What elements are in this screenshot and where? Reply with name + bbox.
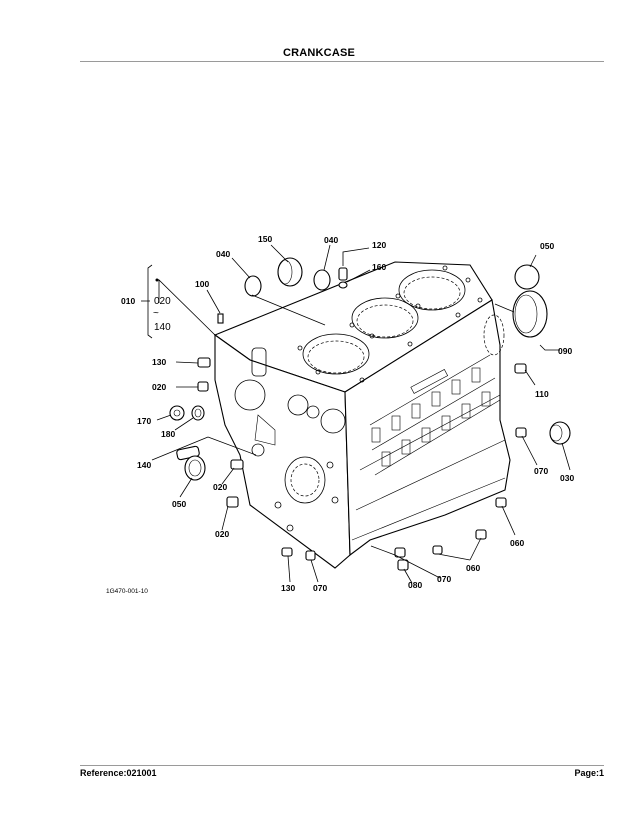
callout-140: 140 [137,460,151,470]
part-pin-100 [217,313,224,324]
crankcase-block [213,261,511,569]
callout-070-right: 070 [534,466,548,476]
part-plug-080 [394,547,409,571]
part-nipple-170 [169,405,185,421]
callout-130-top: 130 [152,357,166,367]
callout-040-right: 040 [324,235,338,245]
callout-090: 090 [558,346,572,356]
callout-150: 150 [258,234,272,244]
footer-divider [80,765,604,766]
front-face-details [234,347,346,532]
callout-100: 100 [195,279,209,289]
page-title: CRANKCASE [282,47,356,59]
callout-020-top: 020 [152,382,166,392]
callout-050-low: 050 [172,499,186,509]
part-plug-070-right [515,427,527,438]
callout-160: 160 [372,262,386,272]
reference-label: Reference:021001 [80,768,157,778]
range-from: 020 [154,296,171,307]
callout-070-low: 070 [313,583,327,593]
part-plug-040-right [313,269,331,291]
part-plug-050-top [514,264,540,290]
part-pipe-020-mid [230,459,244,470]
part-ring-160 [338,281,348,289]
callout-030: 030 [560,473,574,483]
page-number: Page:1 [574,768,604,778]
callout-080: 080 [408,580,422,590]
part-seal-030 [549,421,571,445]
part-plug-070-low [305,550,316,561]
callout-110: 110 [535,389,549,399]
callout-180: 180 [161,429,175,439]
part-plug-150 [277,257,303,287]
callout-labels: 150 040 040 120 050 160 100 130 020 170 … [106,234,574,595]
callout-020-mid: 020 [213,482,227,492]
part-bushing-130-top [197,357,211,368]
range-label-010: 010 [121,296,135,306]
callout-120: 120 [372,240,386,250]
leader-lines [151,244,571,584]
part-bushing-110 [514,363,527,374]
range-to: 140 [154,322,171,333]
callout-060-right: 060 [510,538,524,548]
figure-code: 1G470-001-10 [106,588,148,595]
part-pin-120 [338,267,348,281]
part-pipe-020-top [197,381,209,392]
part-plug-040-left [244,275,262,297]
part-seal-050 [184,455,206,481]
range-tilde: ~ [153,308,159,319]
callout-040-left: 040 [216,249,230,259]
callout-020-low: 020 [215,529,229,539]
callout-130-low: 130 [281,583,295,593]
part-pipe-020-low [226,496,239,508]
part-bushing-130-low [281,547,293,557]
callout-170: 170 [137,416,151,426]
callout-070-bottom: 070 [437,574,451,584]
callout-050-top: 050 [540,241,554,251]
part-plug-060-right [495,497,507,508]
range-bracket [147,264,159,339]
part-plug-060-low [432,529,487,555]
header-divider [80,61,604,62]
part-cover-090 [512,290,548,338]
part-ring-180 [191,405,205,421]
side-ribs [369,314,505,476]
cylinder-bores [297,265,483,383]
callout-060-low: 060 [466,563,480,573]
